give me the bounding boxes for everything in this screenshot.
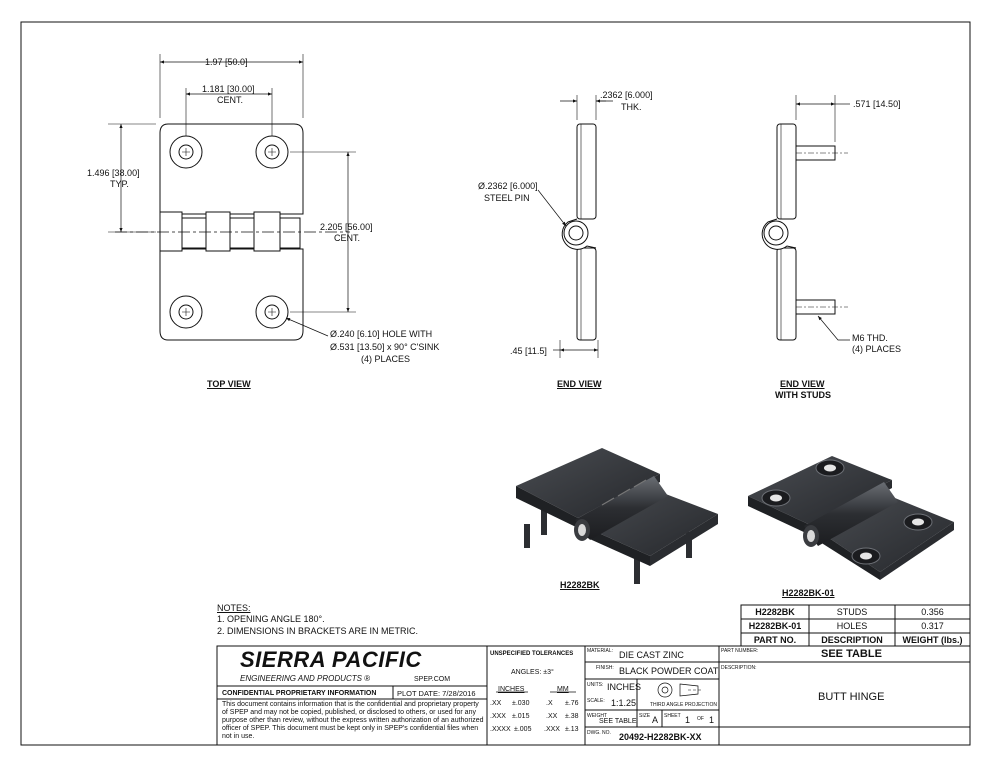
end-view-studs-drawing bbox=[761, 95, 850, 341]
confidential-heading: CONFIDENTIAL PROPRIETARY INFORMATION bbox=[222, 690, 377, 697]
size-value: A bbox=[652, 715, 659, 725]
part-number-label: PART NUMBER: bbox=[721, 648, 759, 654]
parts-row-1-partno: H2282BK bbox=[755, 607, 795, 617]
pin-dim: Ø.2362 [6.000] bbox=[478, 181, 538, 191]
top-width-dim: 1.97 [50.0] bbox=[205, 57, 248, 67]
size-label: SIZE bbox=[639, 713, 651, 719]
material-label: MATERIAL: bbox=[587, 648, 614, 654]
finish-value: BLACK POWDER COAT bbox=[619, 666, 719, 676]
description-label: DESCRIPTION: bbox=[721, 665, 757, 671]
tol-row-3-b: ±.005 bbox=[514, 726, 532, 733]
parts-row-1-desc: STUDS bbox=[836, 607, 868, 617]
notes-heading: NOTES: bbox=[217, 603, 251, 613]
parts-header-desc: DESCRIPTION bbox=[821, 635, 883, 645]
tol-row-1-d: ±.76 bbox=[565, 700, 579, 707]
parts-header-partno: PART NO. bbox=[753, 635, 797, 645]
top-span-note: CENT. bbox=[334, 233, 361, 243]
units-label: UNITS: bbox=[587, 682, 604, 688]
product-label-studs: H2282BK bbox=[560, 580, 600, 590]
parts-row-2-partno: H2282BK-01 bbox=[748, 621, 802, 631]
tolerance-angles: ANGLES: ±3° bbox=[511, 669, 554, 676]
description-value: BUTT HINGE bbox=[818, 691, 885, 703]
parts-header-weight: WEIGHT (lbs.) bbox=[902, 635, 963, 645]
end-view-drawing bbox=[537, 95, 613, 358]
tol-row-2-d: ±.38 bbox=[565, 713, 579, 720]
tol-row-2-b: ±.015 bbox=[512, 713, 530, 720]
of-label: OF bbox=[697, 716, 704, 722]
hole-callout-line1: Ø.240 [6.10] HOLE WITH bbox=[330, 329, 433, 339]
top-view-title: TOP VIEW bbox=[207, 379, 251, 389]
tolerances-heading: UNSPECIFIED TOLERANCES bbox=[490, 651, 574, 657]
top-holes-x-dim: 1.181 [30.00] bbox=[202, 84, 255, 94]
studs-view-title-1: END VIEW bbox=[780, 379, 825, 389]
tolerance-inches-head: INCHES bbox=[498, 686, 525, 693]
iso-render-holes bbox=[748, 456, 954, 580]
company-name: SIERRA PACIFIC bbox=[240, 647, 422, 672]
sheet-value: 1 bbox=[685, 715, 691, 725]
end-thk-dim: .2362 [6.000] bbox=[600, 90, 653, 100]
parts-row-1-weight: 0.356 bbox=[921, 607, 944, 617]
part-number-value: SEE TABLE bbox=[821, 648, 882, 660]
units-value: INCHES bbox=[607, 682, 642, 692]
studs-view-title-2: WITH STUDS bbox=[775, 390, 831, 400]
parts-table-lines bbox=[740, 604, 971, 647]
tol-row-2-c: .XX bbox=[546, 713, 558, 720]
thread-note-1: M6 THD. bbox=[852, 333, 888, 343]
tol-row-1-b: ±.030 bbox=[512, 700, 530, 707]
hole-callout-line2: Ø.531 [13.50] x 90° C'SINK bbox=[330, 342, 440, 352]
note-item-2: 2. DIMENSIONS IN BRACKETS ARE IN METRIC. bbox=[217, 626, 419, 636]
top-span-dim: 2.205 [56.00] bbox=[320, 222, 373, 232]
sheet-label: SHEET bbox=[664, 713, 681, 719]
dwg-number: 20492-H2282BK-XX bbox=[619, 732, 702, 742]
scale-value: 1:1.25 bbox=[611, 698, 637, 708]
note-item-1: 1. OPENING ANGLE 180°. bbox=[217, 614, 325, 624]
product-label-holes: H2282BK-01 bbox=[782, 588, 835, 598]
projection-label: THIRD ANGLE PROJECTION bbox=[650, 702, 717, 708]
top-view-drawing bbox=[108, 54, 356, 341]
top-holes-y-dim: 1.496 [38.00] bbox=[87, 168, 140, 178]
stud-dim: .571 [14.50] bbox=[853, 99, 901, 109]
hole-callout-line3: (4) PLACES bbox=[361, 354, 411, 364]
company-subtitle: ENGINEERING AND PRODUCTS ® bbox=[240, 674, 371, 683]
top-holes-y-note: TYP. bbox=[110, 179, 129, 189]
tol-row-3-c: .XXX bbox=[544, 726, 560, 733]
end-view-title: END VIEW bbox=[557, 379, 602, 389]
tol-row-1-a: .XX bbox=[490, 700, 502, 707]
tol-row-1-c: .X bbox=[546, 700, 553, 707]
top-holes-x-note: CENT. bbox=[217, 95, 244, 105]
finish-label: FINISH: bbox=[596, 665, 614, 671]
weight-label: WEIGHT bbox=[587, 713, 607, 719]
thread-note-2: (4) PLACES bbox=[852, 344, 902, 354]
iso-render-studs bbox=[516, 448, 718, 584]
dwg-label: DWG. NO. bbox=[587, 730, 611, 736]
weight-value: SEE TABLE bbox=[599, 718, 637, 725]
of-value: 1 bbox=[709, 715, 715, 725]
parts-row-2-weight: 0.317 bbox=[921, 621, 944, 631]
tol-row-3-d: ±.13 bbox=[565, 726, 579, 733]
tolerance-mm-head: MM bbox=[557, 686, 569, 693]
tol-row-3-a: .XXXX bbox=[490, 726, 511, 733]
material-value: DIE CAST ZINC bbox=[619, 650, 684, 660]
plot-date: PLOT DATE: 7/28/2016 bbox=[397, 689, 476, 698]
pin-note: STEEL PIN bbox=[484, 193, 530, 203]
company-website: SPEP.COM bbox=[414, 676, 451, 683]
end-thk-note: THK. bbox=[621, 102, 642, 112]
parts-row-2-desc: HOLES bbox=[836, 621, 868, 631]
scale-label: SCALE: bbox=[587, 698, 605, 704]
end-bottom-dim: .45 [11.5] bbox=[510, 346, 547, 356]
tol-row-2-a: .XXX bbox=[490, 713, 506, 720]
confidential-body: This document contains information that … bbox=[222, 701, 484, 740]
title-block-lines bbox=[216, 645, 971, 746]
